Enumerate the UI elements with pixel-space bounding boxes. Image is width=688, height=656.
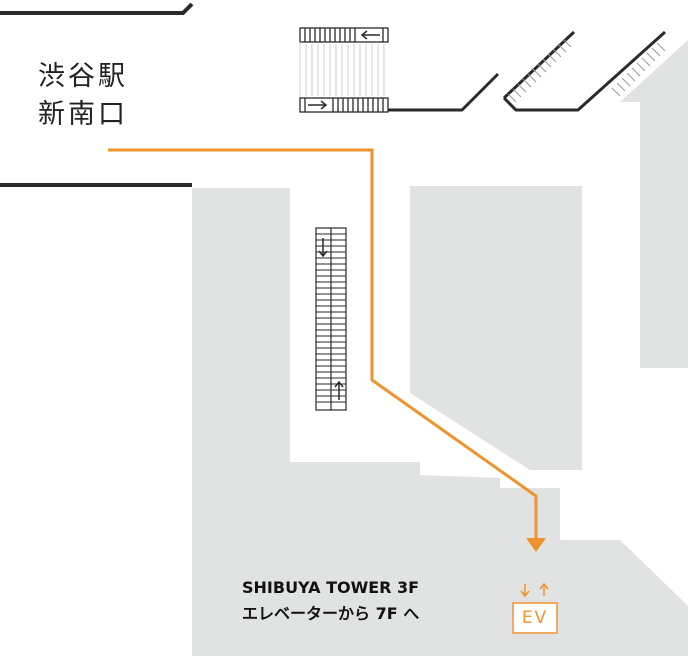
stair-area-between	[305, 44, 385, 96]
left-building-area	[192, 188, 688, 656]
top-left-wall	[0, 2, 194, 15]
stair-ramp-right	[611, 42, 666, 97]
escalator-vertical-down-arrow-icon	[318, 238, 328, 258]
escalator-top-upper-arrow-icon	[360, 30, 380, 40]
elevator-label: EV	[521, 608, 549, 628]
station-name: 渋谷駅	[38, 61, 128, 92]
station-label: 渋谷駅 新南口	[38, 58, 128, 134]
route-path	[108, 148, 538, 540]
escalator-top-lower	[299, 97, 389, 113]
right-building-area	[620, 40, 688, 368]
destination-building: SHIBUYA TOWER 3F	[242, 578, 420, 597]
escalator-top-lower-arrow-icon	[308, 100, 328, 110]
destination-label: SHIBUYA TOWER 3F エレベーターから 7F へ	[242, 575, 419, 627]
upper-corridor-wall	[388, 72, 500, 112]
elevator-up-down-icon	[520, 582, 549, 598]
escalator-vertical	[315, 227, 347, 411]
stair-ramp-left	[507, 38, 572, 103]
station-exit: 新南口	[38, 99, 128, 130]
escalator-vertical-steps	[316, 233, 346, 403]
elevator-box	[512, 602, 558, 634]
center-building-area	[410, 186, 582, 470]
destination-instruction: エレベーターから 7F へ	[242, 604, 420, 623]
escalator-top-upper	[299, 27, 389, 43]
route-arrowhead-icon	[526, 538, 546, 552]
upper-ramp-wall	[502, 30, 667, 112]
escalator-vertical-up-arrow-icon	[334, 380, 344, 400]
